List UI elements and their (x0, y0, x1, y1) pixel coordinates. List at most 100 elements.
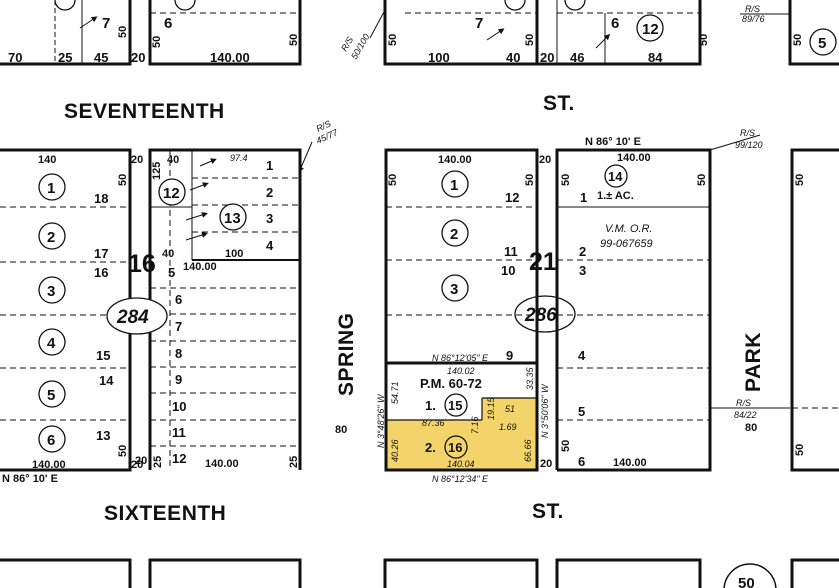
lot-number: 14 (99, 373, 114, 388)
rs-label: R/S (745, 4, 760, 14)
block-number: 16 (128, 250, 156, 278)
book-number-ellipses (106, 295, 576, 335)
lot-number: 5 (578, 404, 585, 419)
top-num: 5 (818, 35, 826, 52)
rs-ref: 50/100 (349, 32, 371, 61)
top-num: 50 (151, 36, 163, 48)
direction-arrows (79, 16, 611, 241)
rs-label: R/S (740, 128, 755, 138)
block-16-circles (38, 173, 247, 453)
block-16-parcel-numbers: 1 2 3 4 5 6 12 13 (47, 180, 241, 449)
top-num: 6 (164, 15, 172, 32)
dimension: 40 (162, 248, 174, 260)
dimension: 50 (117, 445, 129, 457)
bearing: N 3°50'06" W (540, 383, 550, 438)
mid-block-labels: 40 97.4 125 40 100 140.00 1 2 3 4 5 6 7 … (135, 118, 340, 470)
lot-number: 2 (266, 185, 273, 200)
block-number: 21 (529, 248, 557, 276)
bottom-corner-circle (723, 563, 777, 588)
dimension: 140.00 (183, 261, 217, 273)
dimension: 140.00 (205, 458, 239, 470)
street-spring: SPRING (335, 312, 358, 396)
dimension: 100 (225, 248, 243, 260)
dimension: 19.15 (486, 396, 496, 420)
dimension: 140.02 (447, 366, 475, 376)
dimension: 51 (505, 404, 515, 414)
lot-number: 6 (578, 454, 585, 469)
dimension: 20 (540, 458, 552, 470)
rs-ref: 99/120 (735, 140, 763, 150)
parcel-number: 13 (224, 210, 241, 227)
spring-block-labels: 1 2 3 140.00 20 50 50 12 11 10 9 N 86°12… (335, 154, 557, 484)
dimension: 40.26 (390, 439, 400, 462)
top-num: 7 (475, 15, 483, 32)
bottom-corner-number: 50 (738, 575, 755, 588)
dimension: 50 (387, 174, 399, 186)
dimension: 80 (745, 422, 757, 434)
top-num: 20 (540, 50, 554, 65)
lot-number: 1 (266, 158, 273, 173)
lot-number: 11 (172, 425, 186, 440)
parcel-number: 3 (450, 281, 458, 298)
parcel-number: 16 (448, 440, 462, 455)
book-number-284: 284 (116, 307, 149, 328)
dimension: 140.00 (32, 459, 66, 471)
bearing: N 86° 10' E (585, 136, 641, 148)
acreage: 1.± AC. (597, 190, 634, 202)
bottom-row-blocks (0, 558, 839, 588)
bearing: N 86°12'05" E (432, 353, 489, 363)
lot-number: 17 (94, 246, 108, 261)
top-num: 40 (506, 50, 520, 65)
parcel-number: 2 (47, 229, 55, 246)
top-num: 100 (428, 50, 450, 65)
lot-number: 2. (425, 440, 436, 455)
dimension: 140.00 (617, 152, 651, 164)
dimension: 1.69 (499, 422, 517, 432)
parcel-number: 1 (47, 180, 55, 197)
top-num: 20 (131, 50, 145, 65)
dimension: 50 (696, 174, 708, 186)
lot-number: 10 (172, 399, 186, 414)
top-num: 50 (524, 34, 536, 46)
dimension: 25 (152, 456, 164, 468)
parcel-number: 3 (47, 283, 55, 300)
top-num: 50 (117, 26, 129, 38)
lot-number: 3 (266, 211, 273, 226)
dimension: 140.00 (438, 154, 472, 166)
dimension: 54.71 (390, 381, 400, 404)
street-park: PARK (742, 332, 765, 392)
parcel-number: 5 (47, 387, 55, 404)
parcel-number: 1 (450, 177, 458, 194)
lot-number: 1 (580, 190, 587, 205)
book-number-286: 286 (524, 305, 557, 326)
lot-number: 16 (94, 265, 108, 280)
spring-block-circles (441, 170, 469, 417)
parcel-16-circle (444, 435, 468, 459)
parcel-number: 14 (608, 169, 623, 184)
dimension: 7.16 (470, 416, 480, 434)
dimension: 140.04 (447, 459, 475, 469)
lot-number: 7 (175, 319, 182, 334)
top-num: 46 (570, 50, 584, 65)
dimension: 50 (560, 440, 572, 452)
dimension: 87.36 (422, 418, 445, 428)
parcel-number: 12 (163, 185, 180, 202)
top-num: 84 (648, 50, 663, 65)
dimension: 50 (794, 174, 806, 186)
dimension: 50 (794, 444, 806, 456)
vesting-map-ref: V.M. O.R. (605, 223, 652, 235)
lot-number: 15 (96, 348, 110, 363)
parcel-14-circle (604, 164, 628, 188)
street-st-top: ST. (543, 92, 575, 115)
lot-number: 2 (579, 244, 586, 259)
street-st-bottom: ST. (532, 500, 564, 523)
dimension: 33.35 (525, 366, 535, 390)
dimension: 97.4 (230, 153, 248, 163)
parcel-map-ref: P.M. 60-72 (420, 376, 482, 391)
street-seventeenth: SEVENTEENTH (64, 100, 225, 123)
parcel-number: 6 (47, 432, 55, 449)
lot-number: 5 (168, 265, 175, 280)
lot-number: 18 (94, 191, 108, 206)
bearing: N 3°48'26" W (376, 393, 386, 448)
parcel-number: 4 (47, 335, 56, 352)
